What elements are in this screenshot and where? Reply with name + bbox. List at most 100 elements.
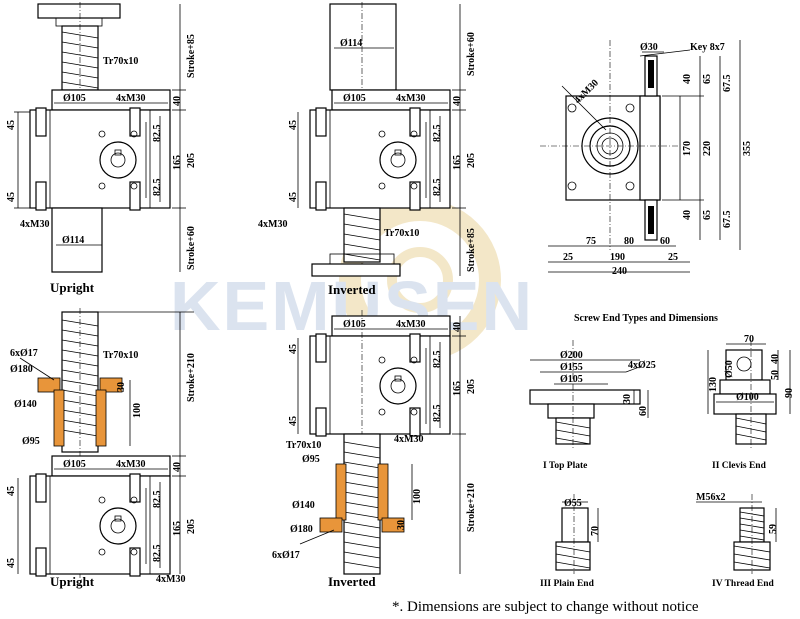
clevis-d100-label: Ø100 [736, 392, 759, 403]
plan-240-label: 240 [612, 266, 627, 277]
plain-end-d55-label: Ø55 [564, 498, 582, 509]
plan-65a-label: 65 [702, 74, 713, 84]
inverted-bottom-825a-label: 82.5 [432, 351, 443, 369]
upright-bottom-45b-label: 45 [6, 558, 17, 568]
inverted-top-stroke60-label: Stroke+60 [466, 32, 477, 76]
inverted-top-d114-label: Ø114 [340, 38, 362, 49]
upright-bottom-view [17, 308, 194, 586]
plan-40b-label: 40 [682, 210, 693, 220]
inverted-bottom-d180-label: Ø180 [290, 524, 313, 535]
upright-bottom-d180-label: Ø180 [10, 364, 33, 375]
upright-bottom-100-label: 100 [132, 403, 143, 418]
inverted-bottom-m30b-label: 4xM30 [394, 434, 423, 445]
inverted-bottom-tr-label: Tr70x10 [286, 440, 321, 451]
inverted-bottom-40-label: 40 [452, 322, 463, 332]
plan-190-label: 190 [610, 252, 625, 263]
inverted-top-825a-label: 82.5 [432, 125, 443, 143]
top-plate-60-label: 60 [638, 406, 649, 416]
thread-end-59-label: 59 [768, 524, 779, 534]
thread-end-view [696, 494, 777, 574]
inverted-bottom-d140-label: Ø140 [292, 500, 315, 511]
top-plate-d105-label: Ø105 [560, 374, 583, 385]
upright-top-stroke85-label: Stroke+85 [186, 34, 197, 78]
upright-bottom-caption: Upright [50, 574, 95, 589]
inverted-top-tr-label: Tr70x10 [384, 228, 419, 239]
plan-d30-label: Ø30 [640, 42, 658, 53]
upright-top-m30b-label: 4xM30 [20, 219, 49, 230]
top-plate-30-label: 30 [622, 394, 633, 404]
clevis-50-label: 50 [770, 370, 781, 380]
upright-top-caption: Upright [50, 280, 95, 295]
inverted-top-caption: Inverted [328, 282, 376, 297]
top-plate-4d25-label: 4xØ25 [628, 360, 656, 371]
inverted-top-stroke85-label: Stroke+85 [466, 228, 477, 272]
upright-top-825b-label: 82.5 [152, 179, 163, 197]
top-plate-view [529, 340, 649, 448]
plan-170-label: 170 [682, 141, 693, 156]
upright-top-45b-label: 45 [6, 192, 17, 202]
inverted-bottom-view [297, 310, 466, 575]
upright-bottom-m30-label: 4xM30 [116, 459, 145, 470]
plan-675a-label: 67.5 [722, 75, 733, 93]
upright-bottom-825b-label: 82.5 [152, 545, 163, 563]
upright-top-825a-label: 82.5 [152, 125, 163, 143]
upright-top-m30-label: 4xM30 [116, 93, 145, 104]
top-plate-caption: I Top Plate [543, 461, 587, 471]
clevis-70-label: 70 [744, 334, 754, 345]
upright-bottom-30-label: 30 [116, 382, 127, 392]
inverted-bottom-30-label: 30 [396, 520, 407, 530]
upright-top-205-label: 205 [186, 153, 197, 168]
upright-bottom-d95-label: Ø95 [22, 436, 40, 447]
top-plate-d155-label: Ø155 [560, 362, 583, 373]
upright-top-165-label: 165 [172, 155, 183, 170]
upright-bottom-45a-label: 45 [6, 486, 17, 496]
upright-bottom-tr-label: Tr70x10 [103, 350, 138, 361]
inverted-bottom-100-label: 100 [412, 489, 423, 504]
screw-end-title: Screw End Types and Dimensions [574, 313, 718, 324]
plan-220-label: 220 [702, 141, 713, 156]
plan-75-label: 75 [586, 236, 596, 247]
inverted-bottom-d95-label: Ø95 [302, 454, 320, 465]
upright-bottom-d140-label: Ø140 [14, 399, 37, 410]
upright-top-d114-label: Ø114 [62, 235, 84, 246]
inverted-top-view [297, 2, 466, 277]
plain-end-caption: III Plain End [540, 579, 595, 589]
upright-bottom-825a-label: 82.5 [152, 491, 163, 509]
upright-top-d105-label: Ø105 [63, 93, 86, 104]
inverted-bottom-45a-label: 45 [288, 344, 299, 354]
plan-view [540, 40, 741, 273]
plan-25a-label: 25 [563, 252, 573, 263]
inverted-bottom-205-label: 205 [466, 379, 477, 394]
plan-65b-label: 65 [702, 210, 713, 220]
inverted-top-205-label: 205 [466, 153, 477, 168]
thread-end-m56-label: M56x2 [696, 492, 725, 503]
plan-key-label: Key 8x7 [690, 42, 725, 53]
upright-top-40-label: 40 [172, 96, 183, 106]
inverted-top-45b-label: 45 [288, 192, 299, 202]
plan-25b-label: 25 [668, 252, 678, 263]
upright-bottom-6d17-label: 6xØ17 [10, 348, 38, 359]
plain-end-70-label: 70 [590, 526, 601, 536]
top-plate-d200-label: Ø200 [560, 350, 583, 361]
clevis-end-view [707, 340, 791, 448]
upright-top-view [14, 2, 186, 273]
upright-bottom-205-label: 205 [186, 519, 197, 534]
inverted-bottom-45b-label: 45 [288, 416, 299, 426]
upright-top-45a-label: 45 [6, 120, 17, 130]
plan-355-label: 355 [742, 141, 753, 156]
inverted-top-d105-label: Ø105 [343, 93, 366, 104]
clevis-40-label: 40 [770, 354, 781, 364]
inverted-top-40-label: 40 [452, 96, 463, 106]
dimension-note: *. Dimensions are subject to change with… [392, 599, 699, 615]
inverted-bottom-caption: Inverted [328, 574, 376, 589]
inverted-bottom-165-label: 165 [452, 381, 463, 396]
inverted-top-m30b-label: 4xM30 [258, 219, 287, 230]
inverted-top-165-label: 165 [452, 155, 463, 170]
plan-80-label: 80 [624, 236, 634, 247]
inverted-bottom-stroke210-label: Stroke+210 [466, 483, 477, 532]
clevis-d50-label: Ø50 [724, 360, 735, 378]
upright-bottom-stroke210-label: Stroke+210 [186, 353, 197, 402]
clevis-end-caption: II Clevis End [712, 461, 767, 471]
plain-end-view [555, 494, 599, 574]
